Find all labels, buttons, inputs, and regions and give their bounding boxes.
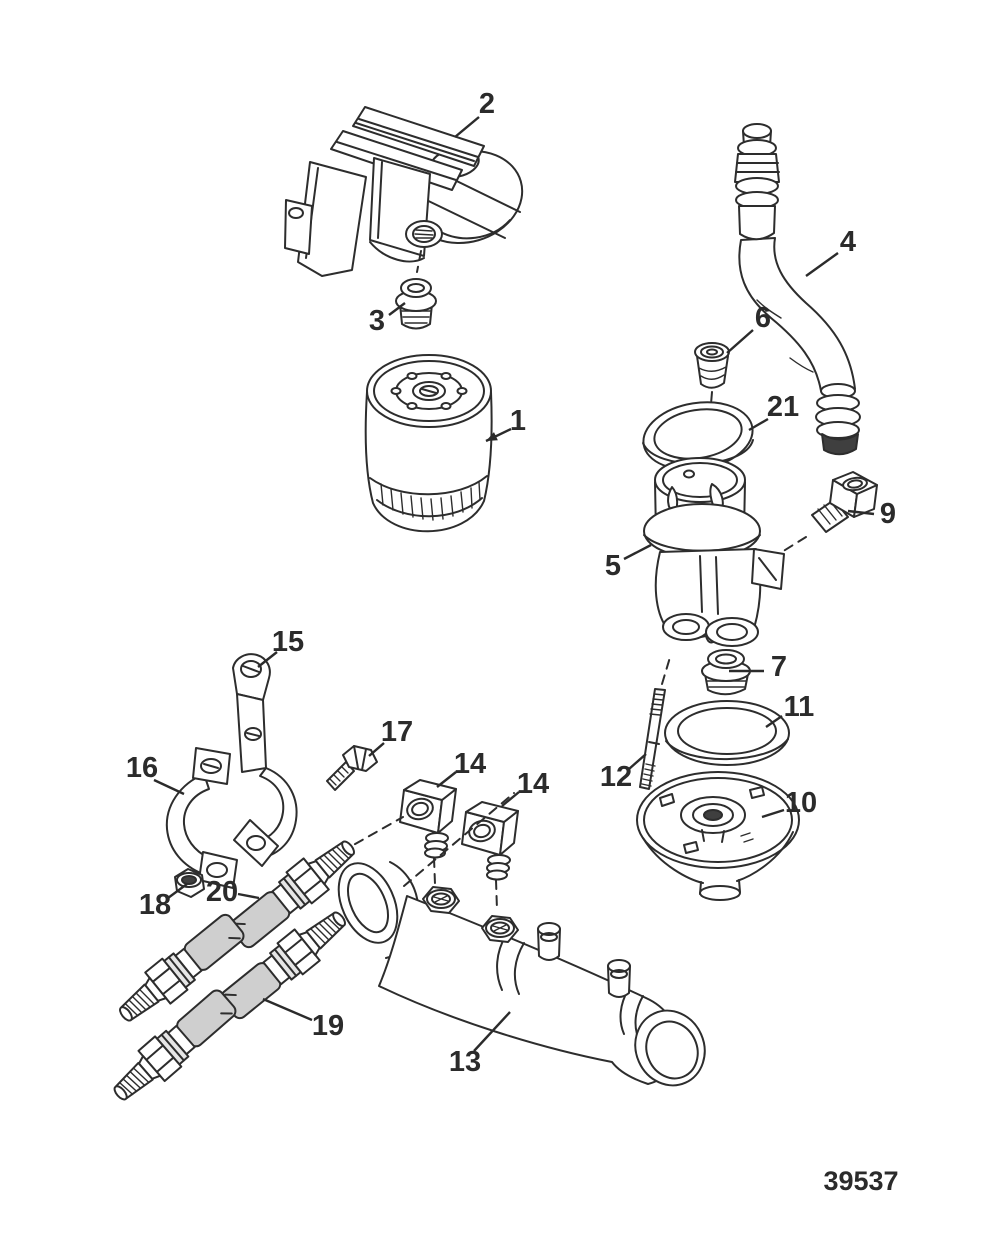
callout-14-leader xyxy=(436,771,457,788)
bolt-17 xyxy=(326,745,378,791)
callout-21-leader xyxy=(748,417,769,432)
cover-10 xyxy=(636,771,800,901)
callout-15-leader xyxy=(257,651,278,668)
oil-hose xyxy=(734,123,861,456)
elbow-block-14b xyxy=(461,801,519,911)
callout-number-13: 13 xyxy=(449,1046,481,1078)
filter-bracket xyxy=(284,106,524,277)
callout-number-21: 21 xyxy=(767,391,799,423)
callout-number-5: 5 xyxy=(605,550,621,582)
callout-number-9: 9 xyxy=(880,498,896,530)
callout-9-leader xyxy=(847,509,875,516)
clamp-strap-16 xyxy=(165,747,238,889)
callout-number-19: 19 xyxy=(312,1010,344,1042)
callout-number-3: 3 xyxy=(369,305,385,337)
callout-19-leader xyxy=(262,997,313,1022)
callout-number-15: 15 xyxy=(272,626,304,658)
nut-18 xyxy=(174,868,205,898)
callout-13-leader xyxy=(473,1011,511,1052)
plug-fitting-3 xyxy=(395,250,437,330)
callout-1-arrowhead xyxy=(486,432,498,441)
plug-7 xyxy=(701,649,751,696)
callout-11-leader xyxy=(765,715,783,728)
callout-number-17: 17 xyxy=(381,716,413,748)
oil-filter xyxy=(364,354,493,533)
callout-10-leader xyxy=(761,808,785,819)
gasket-ring-21 xyxy=(642,401,754,483)
callout-number-18: 18 xyxy=(139,889,171,921)
callout-2-leader xyxy=(454,116,480,138)
stud-12 xyxy=(639,653,672,790)
callout-17-leader xyxy=(368,742,385,757)
callout-number-16: 16 xyxy=(126,752,158,784)
callout-number-7: 7 xyxy=(771,651,787,683)
cooler-drain-plug-a xyxy=(537,928,561,961)
axis-line-20-to-14a xyxy=(340,816,404,853)
callout-number-6: 6 xyxy=(755,302,771,334)
callout-number-12: 12 xyxy=(600,761,632,793)
callout-3-leader xyxy=(388,302,406,316)
axis-line-cooler-to-14b xyxy=(403,792,515,887)
callout-4-leader xyxy=(805,252,839,277)
callout-5-leader xyxy=(623,543,652,561)
callout-12-leader xyxy=(628,753,647,770)
callout-20-leader xyxy=(237,892,260,900)
callout-number-10: 10 xyxy=(785,787,817,819)
drawing-number: 39537 xyxy=(823,1166,898,1196)
callout-number-1: 1 xyxy=(510,405,526,437)
callout-number-11: 11 xyxy=(784,691,815,723)
clamp-strap-15 xyxy=(232,653,298,867)
callout-number-14: 14 xyxy=(454,748,486,780)
callout-14-leader xyxy=(501,791,520,807)
oil-cooler-13 xyxy=(337,861,706,1087)
callout-number-4: 4 xyxy=(840,226,856,258)
o-ring-11 xyxy=(664,700,790,766)
adapter-housing-5 xyxy=(643,457,785,647)
callout-18-leader xyxy=(167,883,188,899)
callout-6-leader xyxy=(726,329,754,354)
cooler-drain-plug-b xyxy=(607,965,631,998)
callout-16-leader xyxy=(153,778,185,796)
callout-number-14: 14 xyxy=(517,768,549,800)
elbow-block-14a xyxy=(399,779,457,885)
elbow-fitting-9 xyxy=(768,471,878,561)
callout-number-2: 2 xyxy=(479,88,495,120)
valve-fitting-6 xyxy=(694,342,730,405)
callout-number-20: 20 xyxy=(206,876,238,908)
